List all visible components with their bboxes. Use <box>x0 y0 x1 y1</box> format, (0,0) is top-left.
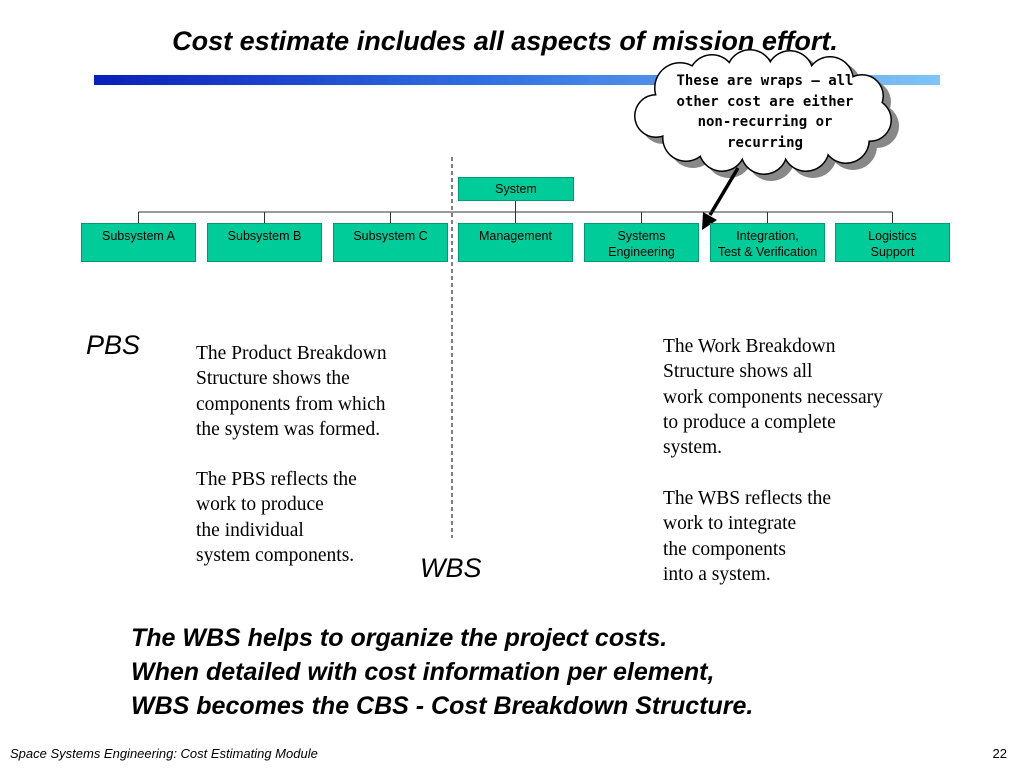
statement-line: When detailed with cost information per … <box>131 658 715 686</box>
text-line: The PBS reflects the <box>196 469 357 490</box>
footer-course-title: Space Systems Engineering: Cost Estimati… <box>10 746 318 761</box>
tree-node-management: Management <box>458 223 573 262</box>
wbs-description: The Work Breakdown Structure shows all w… <box>663 334 883 460</box>
wbs-reflection: The WBS reflects the work to integrate t… <box>663 486 831 587</box>
slide-title: Cost estimate includes all aspects of mi… <box>172 26 838 56</box>
statement-line: WBS becomes the CBS - Cost Breakdown Str… <box>131 692 754 720</box>
tree-node-subsystem-a: Subsystem A <box>81 223 196 262</box>
node-label: Support <box>870 245 915 259</box>
text-line: the components <box>663 538 786 560</box>
text-line: into a system. <box>663 563 771 585</box>
text-line: work components necessary <box>663 386 883 408</box>
page-number: 22 <box>992 746 1007 761</box>
text-line: work to produce <box>196 494 324 516</box>
text-line: Structure shows the <box>196 368 350 390</box>
callout-line: recurring <box>727 134 803 151</box>
title-underline-bar <box>94 75 940 85</box>
node-label: Integration, <box>736 229 799 243</box>
text-line: to produce a complete <box>663 411 836 433</box>
node-label: Subsystem A <box>102 229 175 243</box>
pbs-description: The Product Breakdown Structure shows th… <box>196 341 387 442</box>
callout-line: other cost are either <box>676 93 854 110</box>
node-label: Logistics <box>868 229 917 243</box>
text-line: system. <box>663 437 723 459</box>
text-line: work to integrate <box>663 513 797 535</box>
node-label: Management <box>479 229 552 243</box>
node-label: Subsystem B <box>227 229 302 243</box>
node-label: Test & Verification <box>717 245 818 259</box>
tree-node-logistics-support: Logistics Support <box>835 223 950 262</box>
bottom-statement: The WBS helps to organize the project co… <box>131 621 753 723</box>
tree-node-subsystem-b: Subsystem B <box>207 223 322 262</box>
tree-node-systems-engineering: Systems Engineering <box>584 223 699 262</box>
node-label: Engineering <box>608 245 675 259</box>
pbs-label: PBS <box>86 330 141 360</box>
text-line: system components. <box>196 544 355 566</box>
text-line: The Product Breakdown <box>196 343 387 364</box>
tree-node-integration-test-verification: Integration, Test & Verification <box>710 223 825 262</box>
tree-node-system: System <box>458 177 574 201</box>
text-line: The WBS reflects the <box>663 488 832 509</box>
text-line: components from which <box>196 393 386 415</box>
callout-line: These are wraps – all <box>676 73 854 89</box>
wbs-label: WBS <box>420 553 482 583</box>
text-line: the individual <box>196 519 304 541</box>
text-line: the system was formed. <box>196 418 381 440</box>
node-label: Subsystem C <box>353 229 428 243</box>
tree-node-subsystem-c: Subsystem C <box>333 223 448 262</box>
callout-line: non-recurring or <box>697 114 833 130</box>
cloud-callout: These are wraps – all other cost are eit… <box>660 71 870 153</box>
text-line: The Work Breakdown <box>663 336 836 357</box>
pbs-reflection: The PBS reflects the work to produce the… <box>196 467 357 568</box>
text-line: Structure shows all <box>663 361 813 383</box>
node-label: Systems <box>617 229 666 243</box>
statement-line: The WBS helps to organize the project co… <box>131 624 668 652</box>
